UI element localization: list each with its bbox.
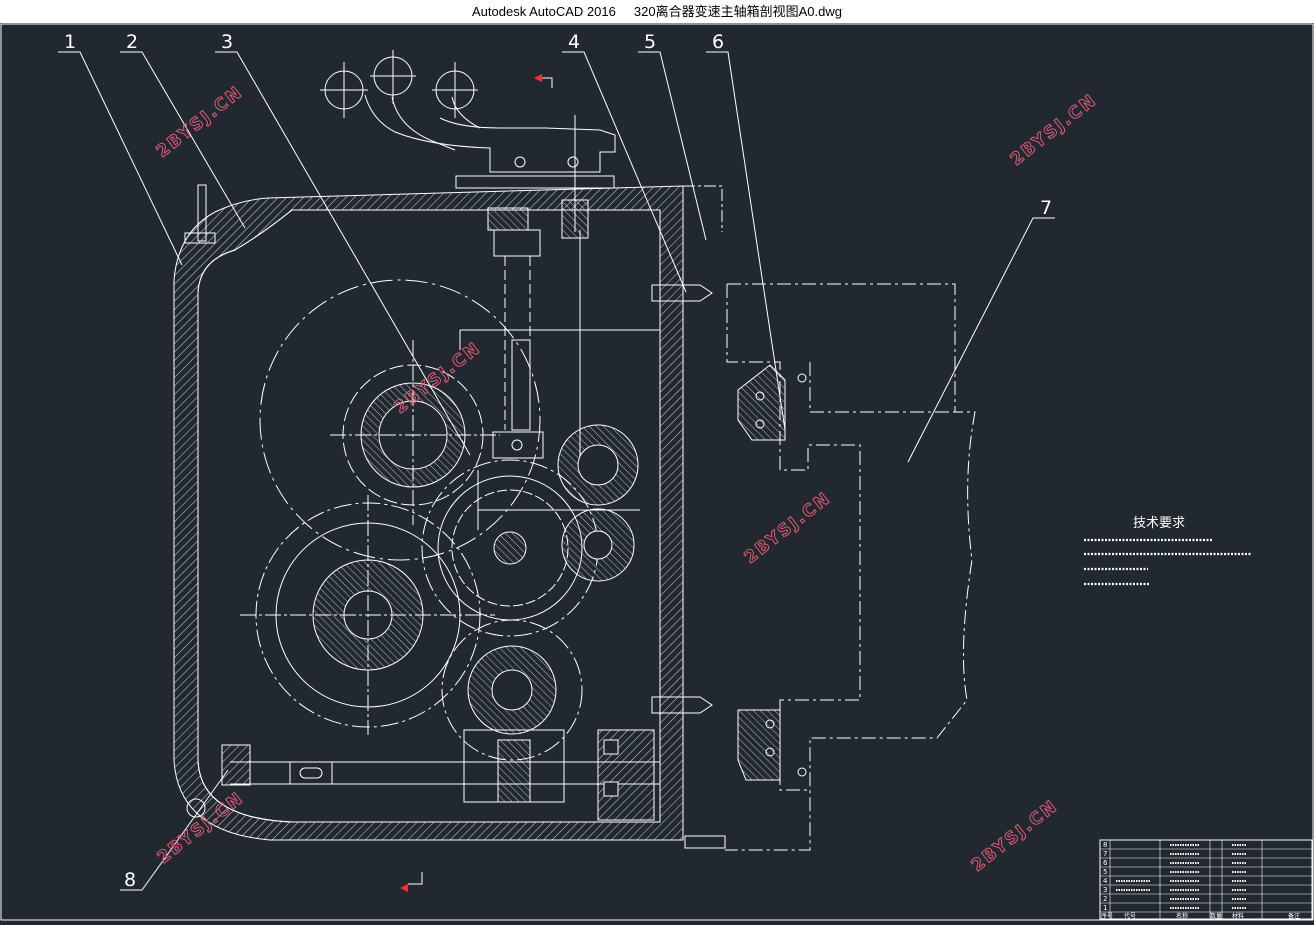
window-title: Autodesk AutoCAD 2016 320离合器变速主轴箱剖视图A0.d… [0, 0, 1314, 23]
balloon-label-2: 2 [126, 31, 138, 53]
bolt-lower [651, 696, 713, 714]
title-block-header-name: 名称 [1176, 912, 1188, 920]
top-flange [455, 175, 615, 189]
title-block-header-material: 材料 [1232, 912, 1244, 920]
leader-lines [58, 51, 1055, 891]
fork-shaft [459, 199, 660, 470]
ucs-marker-bottom [400, 884, 408, 892]
bolt-upper [651, 284, 713, 302]
ucs-marker-top [534, 74, 542, 82]
balloon-label-8: 8 [124, 869, 136, 891]
large-gear-outline [259, 279, 541, 561]
app-name: Autodesk AutoCAD 2016 [472, 4, 616, 19]
housing-cavity [197, 209, 661, 823]
watermark-6: 2BYSJ.CN [968, 796, 1062, 876]
clamp-lower [737, 709, 781, 781]
bottom-shaft [186, 729, 660, 821]
drawing-border [0, 23, 1314, 921]
file-name: 320离合器变速主轴箱剖视图A0.dwg [633, 4, 842, 19]
title-block-row-8: 8 [1103, 841, 1107, 849]
shift-lever-assembly [320, 50, 616, 232]
tech-notes: 技术要求 [1084, 516, 1252, 586]
balloon-label-6: 6 [712, 31, 724, 53]
balloon-label-7: 7 [1040, 197, 1052, 219]
clamp-upper [737, 364, 786, 441]
section-outline [683, 185, 723, 232]
title-block-row-1: 1 [1103, 904, 1107, 912]
bolt-top-left [197, 184, 207, 242]
title-block-row-2: 2 [1103, 895, 1107, 903]
title-block-row-6: 6 [1103, 859, 1108, 867]
title-block-header-code: 代号 [1124, 912, 1136, 920]
title-block: 8 7 6 5 4 3 2 1 序号 代号 名称 数量 材料 备注 [1099, 839, 1313, 920]
tech-notes-title: 技术要求 [1133, 516, 1185, 531]
phantom-body-outline [725, 283, 976, 851]
balloon-label-3: 3 [221, 31, 233, 53]
balloon-label-1: 1 [64, 31, 76, 53]
bottom-flange [684, 835, 726, 849]
watermark-2: 2BYSJ.CN [1007, 90, 1101, 170]
title-block-header-remark: 备注 [1288, 912, 1300, 920]
title-block-row-7: 7 [1103, 850, 1107, 858]
balloon-label-4: 4 [568, 31, 580, 53]
title-block-row-5: 5 [1103, 868, 1107, 876]
title-block-header-qty: 数量 [1210, 912, 1222, 920]
balloon-label-5: 5 [644, 31, 656, 53]
drawing-canvas[interactable]: 1 2 3 4 5 6 7 8 2BYSJ.CN 2BYSJ.CN 2BYSJ.… [0, 23, 1314, 921]
title-block-row-4: 4 [1103, 877, 1108, 885]
title-block-row-3: 3 [1103, 886, 1107, 894]
watermark-4: 2BYSJ.CN [741, 488, 835, 568]
title-block-header-seq: 序号 [1101, 912, 1113, 920]
